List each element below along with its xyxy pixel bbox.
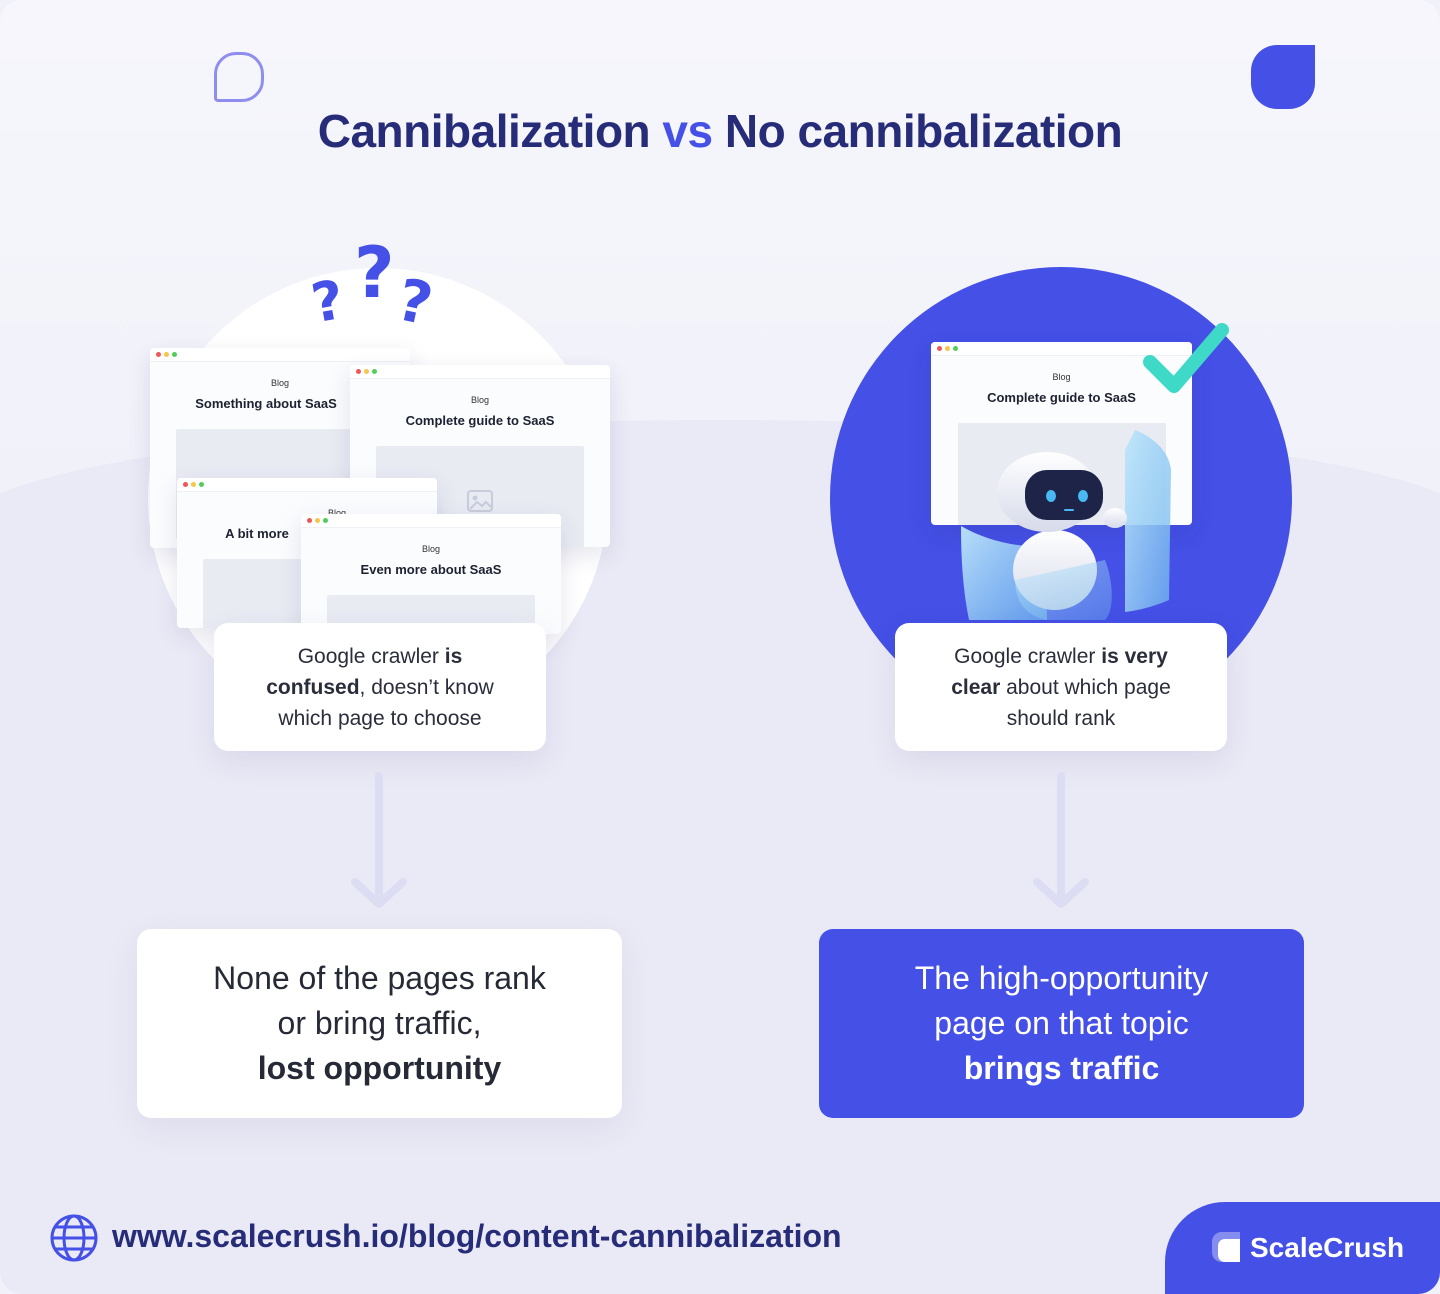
scalecrush-logo-icon	[1212, 1232, 1240, 1262]
blog-url-link[interactable]: www.scalecrush.io/blog/content-cannibali…	[112, 1218, 842, 1254]
blog-category-label: Blog	[421, 544, 440, 554]
question-mark-icon: ?	[306, 267, 349, 336]
caption-text: which page to choose	[278, 706, 482, 730]
question-marks-icon: ? ? ?	[306, 232, 456, 352]
speech-bubble-outline-icon	[214, 52, 264, 102]
question-mark-icon: ?	[354, 232, 395, 314]
caption-text: , doesn’t know	[359, 675, 494, 699]
blog-page-title: Complete guide to SaaS	[405, 413, 555, 428]
down-arrow-icon	[1033, 772, 1089, 908]
blog-category-label: Blog	[470, 395, 489, 405]
window-controls-icon	[356, 369, 377, 374]
caption-bold: clear	[951, 675, 1001, 699]
left-result-card: None of the pages rank or bring traffic,…	[137, 929, 622, 1118]
result-line: or bring traffic,	[277, 1005, 482, 1041]
brand-badge: ScaleCrush	[1165, 1202, 1440, 1294]
result-bold: brings traffic	[963, 1050, 1160, 1086]
right-result-card: The high-opportunity page on that topic …	[819, 929, 1304, 1118]
down-arrow-icon	[351, 772, 407, 908]
result-line: The high-opportunity	[914, 960, 1209, 996]
blog-category-label: Blog	[270, 378, 289, 388]
brand-name: ScaleCrush	[1250, 1232, 1405, 1263]
caption-bold: is very	[1101, 644, 1168, 668]
caption-text: Google crawler	[954, 644, 1102, 668]
right-caption-card: Google crawler is very clear about which…	[895, 623, 1227, 751]
left-caption-card: Google crawler is confused, doesn’t know…	[214, 623, 546, 751]
title-part-1: Cannibalization	[317, 105, 651, 157]
caption-bold: confused	[266, 675, 360, 699]
window-controls-icon	[307, 518, 328, 523]
result-line: page on that topic	[934, 1005, 1189, 1041]
page-title: Cannibalization vs No cannibalization	[0, 104, 1440, 158]
blog-page-title: Even more about SaaS	[360, 562, 502, 577]
window-controls-icon	[183, 482, 204, 487]
blog-page-title: Something about SaaS	[195, 396, 337, 411]
caption-text: Google crawler	[297, 644, 445, 668]
title-part-2: No cannibalization	[724, 105, 1123, 157]
robot-icon	[961, 430, 1171, 620]
caption-text: about which page	[1000, 675, 1171, 699]
checkmark-icon	[1143, 323, 1229, 393]
blog-page-window: Blog Even more about SaaS	[301, 514, 561, 634]
result-line: None of the pages rank	[213, 960, 546, 996]
window-controls-icon	[937, 346, 958, 351]
result-bold: lost opportunity	[257, 1050, 502, 1086]
globe-icon	[50, 1214, 98, 1262]
blog-category-label: Blog	[1052, 372, 1071, 382]
caption-text: should rank	[1006, 706, 1116, 730]
caption-bold: is	[444, 644, 463, 668]
question-mark-icon: ?	[391, 265, 439, 339]
title-vs: vs	[662, 105, 713, 157]
blog-page-title: A bit more	[225, 526, 289, 541]
blog-category-label: Blog	[327, 508, 346, 518]
window-controls-icon	[156, 352, 177, 357]
leaf-shape-icon	[1251, 45, 1315, 109]
blog-page-title: Complete guide to SaaS	[987, 390, 1136, 405]
